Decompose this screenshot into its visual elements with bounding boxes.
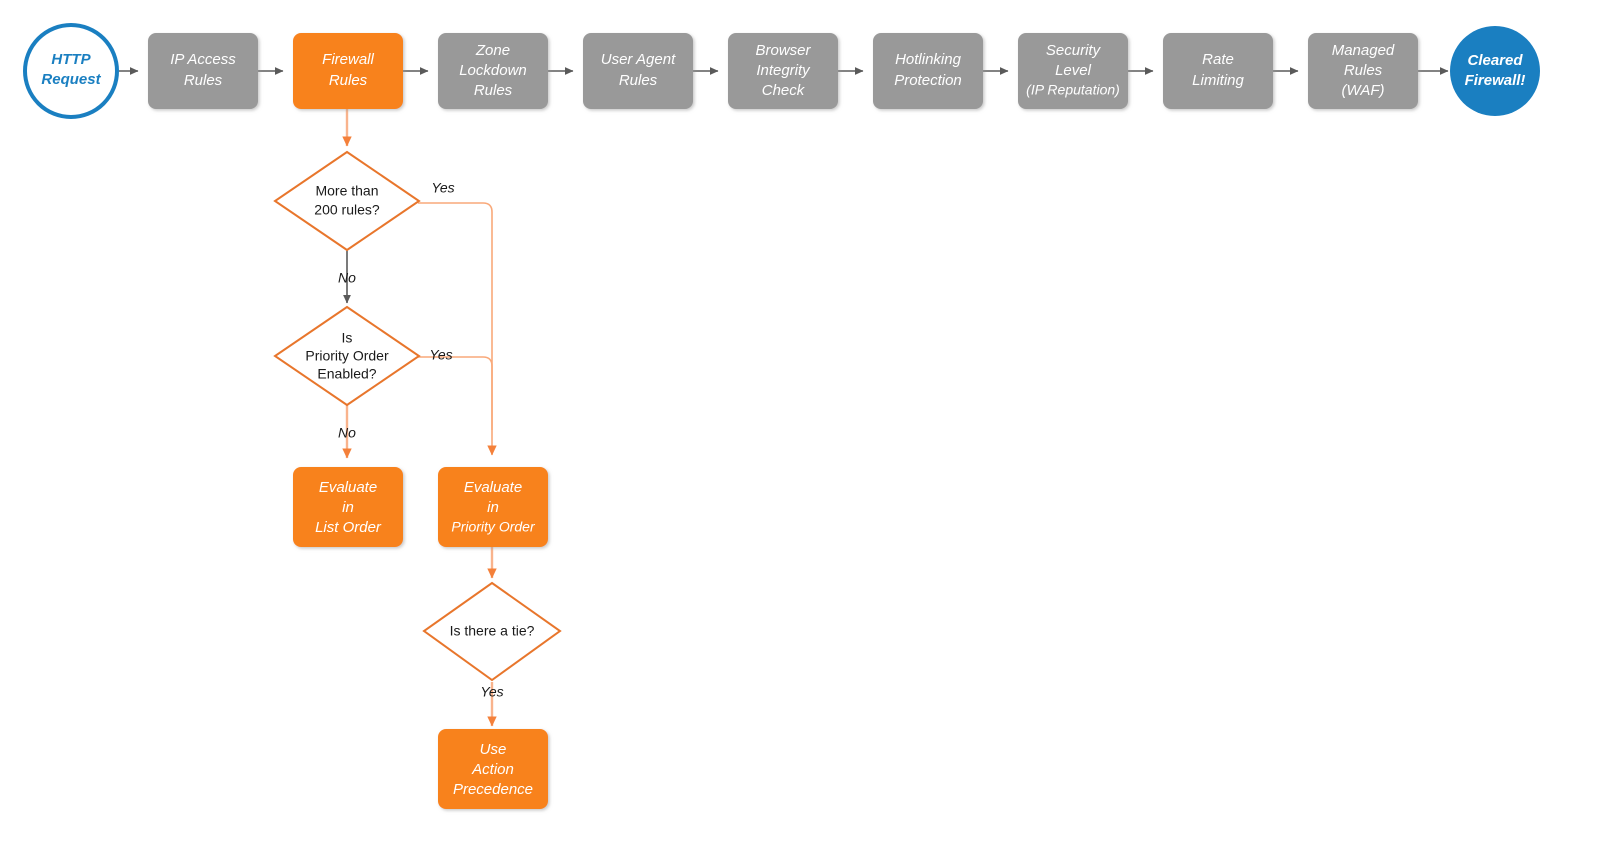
node-zone-lockdown-rules[interactable]: Zone Lockdown Rules	[438, 33, 548, 109]
security-level-label-line1: Security	[1046, 42, 1102, 59]
evaluate-in-list-order-label-line3: List Order	[315, 519, 382, 536]
user-agent-rules-box	[583, 33, 693, 109]
node-user-agent-rules[interactable]: User Agent Rules	[583, 33, 693, 109]
browser-integrity-check-box	[728, 33, 838, 109]
managed-rules-waf-box	[1308, 33, 1418, 109]
managed-rules-waf-label-line2: Rules	[1344, 62, 1383, 79]
connector-priority-yes-to-evaluate	[418, 356, 493, 430]
node-use-action-precedence[interactable]: Use Action Precedence	[438, 729, 548, 809]
node-hotlinking-protection[interactable]: Hotlinking Protection	[873, 33, 983, 109]
firewall-rules-box	[293, 33, 403, 109]
edge-label-decision200-yes: Yes	[431, 180, 454, 196]
zone-lockdown-rules-label-line3: Rules	[474, 82, 513, 99]
security-level-label-line3: (IP Reputation)	[1026, 82, 1120, 98]
node-cleared-firewall[interactable]: Cleared Firewall!	[1450, 26, 1540, 116]
security-level-label-line2: Level	[1055, 62, 1092, 79]
branch-connectors	[342, 109, 497, 727]
rate-limiting-label-line1: Rate	[1202, 51, 1234, 68]
evaluate-in-list-order-box	[293, 467, 403, 547]
more-than-200-rules-label-line1: More than	[315, 183, 378, 199]
http-request-label-line2: Request	[41, 71, 101, 88]
managed-rules-waf-label-line1: Managed	[1332, 42, 1395, 59]
hotlinking-protection-label-line1: Hotlinking	[895, 51, 962, 68]
evaluate-in-priority-order-label-line1: Evaluate	[464, 479, 522, 496]
is-priority-order-enabled-label-line1: Is	[342, 330, 353, 346]
evaluate-in-list-order-label-line1: Evaluate	[319, 479, 377, 496]
evaluate-in-priority-order-box	[438, 467, 548, 547]
is-there-a-tie-diamond	[422, 581, 562, 682]
evaluate-in-list-order-label-line2: in	[342, 499, 354, 516]
node-firewall-rules[interactable]: Firewall Rules	[293, 33, 403, 109]
cleared-firewall-circle	[1450, 26, 1540, 116]
firewall-rules-label-line1: Firewall	[322, 51, 374, 68]
edge-label-tie-yes: Yes	[480, 684, 503, 700]
rate-limiting-label-line2: Limiting	[1192, 72, 1244, 89]
edge-label-decision200-no: No	[338, 270, 356, 286]
cleared-firewall-label-line2: Firewall!	[1465, 72, 1526, 89]
node-evaluate-in-list-order[interactable]: Evaluate in List Order	[293, 467, 403, 547]
ip-access-rules-label-line1: IP Access	[170, 51, 236, 68]
is-priority-order-enabled-label-line2: Priority Order	[305, 348, 389, 364]
more-than-200-rules-label-line2: 200 rules?	[314, 202, 380, 218]
cleared-firewall-label-line1: Cleared	[1467, 52, 1523, 69]
node-ip-access-rules[interactable]: IP Access Rules	[148, 33, 258, 109]
edge-label-priority-no: No	[338, 425, 356, 441]
security-level-box	[1018, 33, 1128, 109]
node-is-priority-order-enabled[interactable]: Is Priority Order Enabled?	[273, 305, 421, 407]
node-security-level[interactable]: Security Level (IP Reputation)	[1018, 33, 1128, 109]
connector-decision200-yes-to-priority-order	[418, 202, 497, 456]
use-action-precedence-label-line1: Use	[480, 741, 507, 758]
user-agent-rules-label-line2: Rules	[619, 72, 658, 89]
zone-lockdown-rules-box	[438, 33, 548, 109]
use-action-precedence-box	[438, 729, 548, 809]
more-than-200-rules-diamond	[273, 150, 421, 252]
hotlinking-protection-box	[873, 33, 983, 109]
use-action-precedence-label-line2: Action	[471, 761, 514, 778]
is-priority-order-enabled-label-line3: Enabled?	[317, 366, 376, 382]
node-evaluate-in-priority-order[interactable]: Evaluate in Priority Order	[438, 467, 548, 547]
managed-rules-waf-label-line3: (WAF)	[1341, 82, 1384, 99]
browser-integrity-check-label-line1: Browser	[755, 42, 811, 59]
node-managed-rules-waf[interactable]: Managed Rules (WAF)	[1308, 33, 1418, 109]
is-priority-order-enabled-diamond	[273, 305, 421, 407]
use-action-precedence-label-line3: Precedence	[453, 781, 533, 798]
http-request-label-line1: HTTP	[51, 51, 91, 68]
zone-lockdown-rules-label-line2: Lockdown	[459, 62, 527, 79]
node-browser-integrity-check[interactable]: Browser Integrity Check	[728, 33, 838, 109]
is-there-a-tie-label-line1: Is there a tie?	[450, 623, 535, 639]
rate-limiting-box	[1163, 33, 1273, 109]
node-more-than-200-rules[interactable]: More than 200 rules?	[273, 150, 421, 252]
ip-access-rules-box	[148, 33, 258, 109]
firewall-rules-label-line2: Rules	[329, 72, 368, 89]
node-is-there-a-tie[interactable]: Is there a tie?	[422, 581, 562, 682]
hotlinking-protection-label-line2: Protection	[894, 72, 962, 89]
user-agent-rules-label-line1: User Agent	[601, 51, 676, 68]
ip-access-rules-label-line2: Rules	[184, 72, 223, 89]
node-http-request[interactable]: HTTP Request	[23, 23, 119, 119]
http-request-circle	[23, 23, 119, 119]
zone-lockdown-rules-label-line1: Zone	[475, 42, 510, 59]
node-rate-limiting[interactable]: Rate Limiting	[1163, 33, 1273, 109]
evaluate-in-priority-order-label-line3: Priority Order	[451, 519, 536, 535]
edge-label-priority-yes: Yes	[429, 347, 452, 363]
browser-integrity-check-label-line2: Integrity	[756, 62, 811, 79]
evaluate-in-priority-order-label-line2: in	[487, 499, 499, 516]
browser-integrity-check-label-line3: Check	[762, 82, 806, 99]
